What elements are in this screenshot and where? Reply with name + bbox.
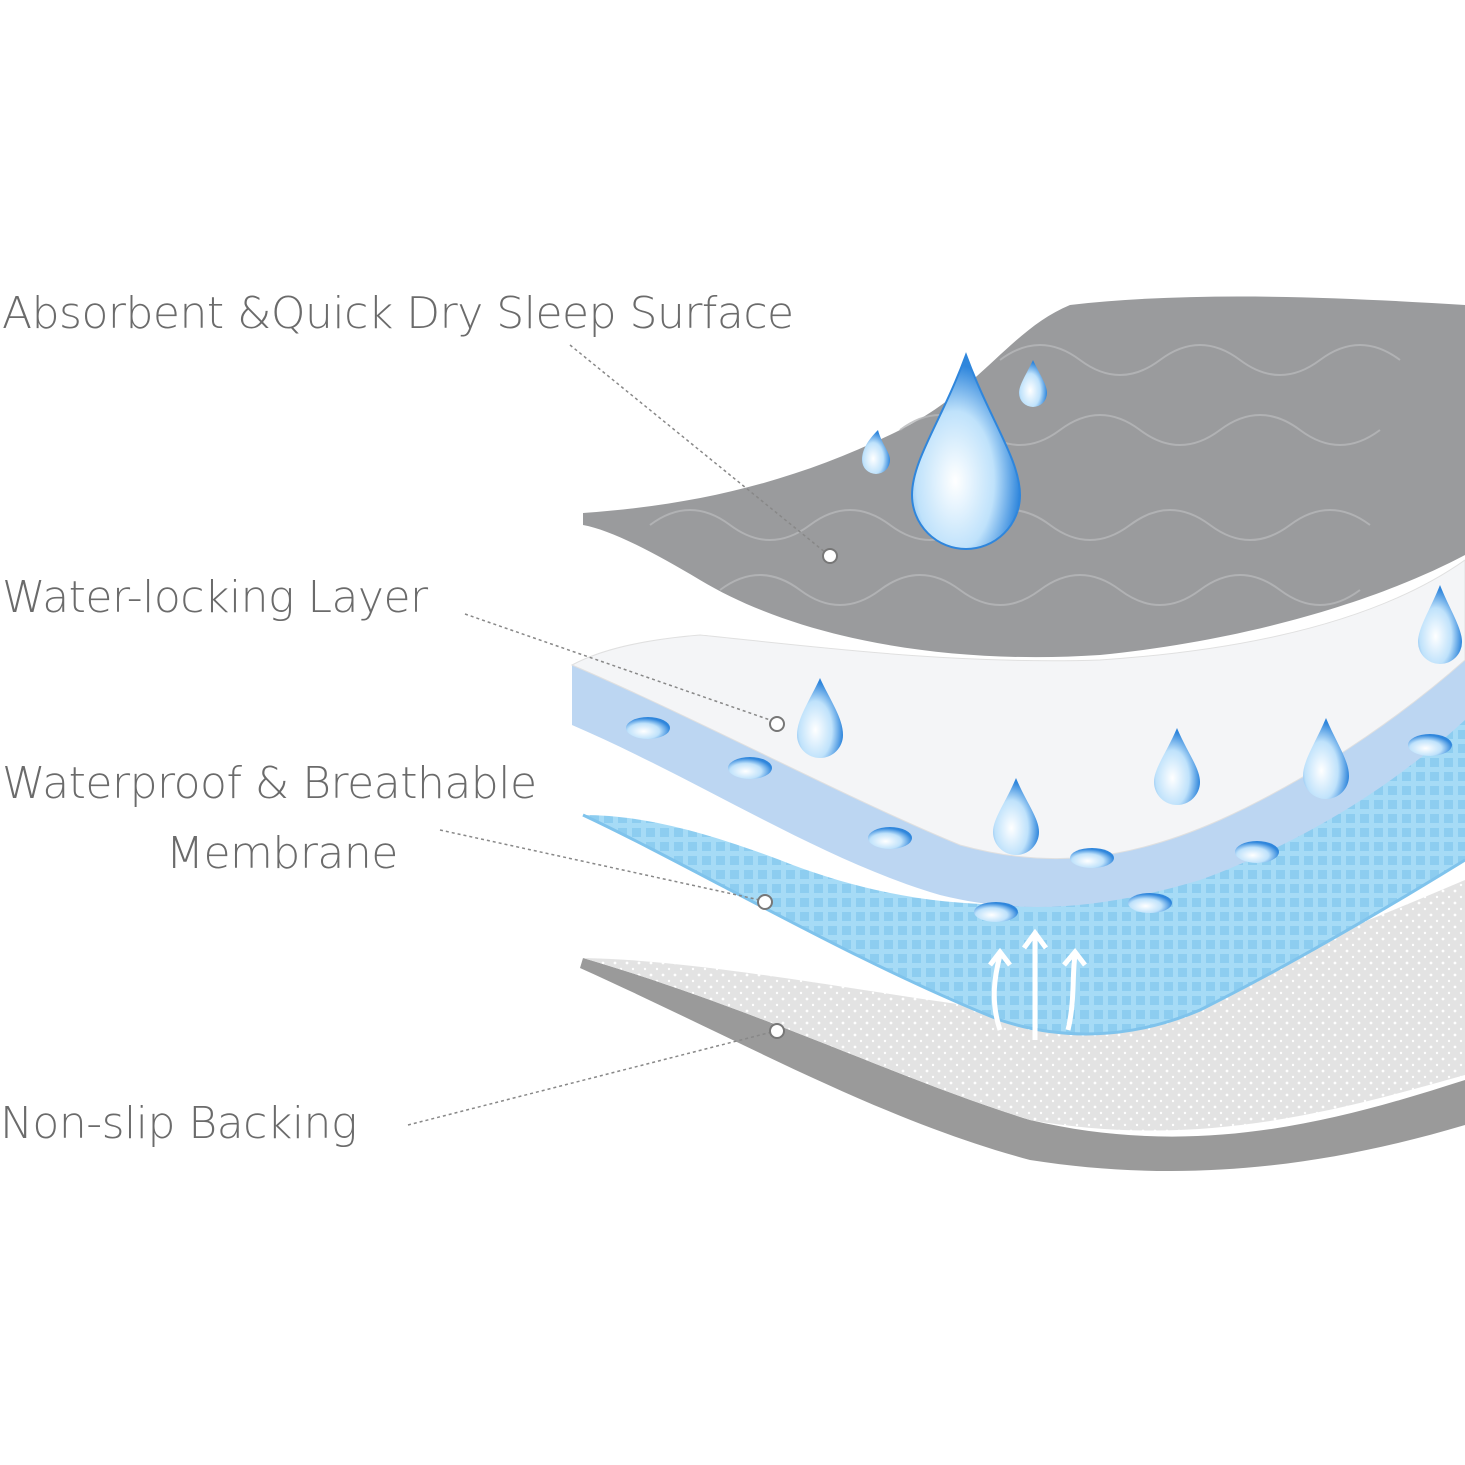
label-non-slip-backing: Non-slip Backing: [0, 1098, 357, 1149]
droplet-icon: [1154, 728, 1200, 805]
droplet-icon: [1303, 718, 1349, 799]
label-membrane-line1: Waterproof & Breathable: [2, 758, 537, 809]
leader-markers: [757, 548, 838, 1039]
droplet-icon: [1019, 360, 1047, 407]
leader-lines: [407, 344, 827, 1126]
droplet-icon: [993, 778, 1039, 855]
droplet-icon: [910, 352, 1022, 550]
droplet-icon: [1418, 585, 1462, 664]
droplet-icon: [862, 430, 890, 474]
water-droplets: [626, 352, 1462, 922]
label-sleep-surface: Absorbent &Quick Dry Sleep Surface: [2, 288, 794, 339]
sleep-surface-layer: [583, 296, 1465, 658]
droplet-icon: [797, 678, 843, 758]
breathable-arrows-icon: [988, 928, 1087, 1040]
membrane-layer: [582, 700, 1465, 1036]
label-water-locking-layer: Water-locking Layer: [2, 572, 428, 623]
label-membrane-line2: Membrane: [166, 828, 398, 879]
non-slip-backing-layer: [580, 880, 1465, 1172]
